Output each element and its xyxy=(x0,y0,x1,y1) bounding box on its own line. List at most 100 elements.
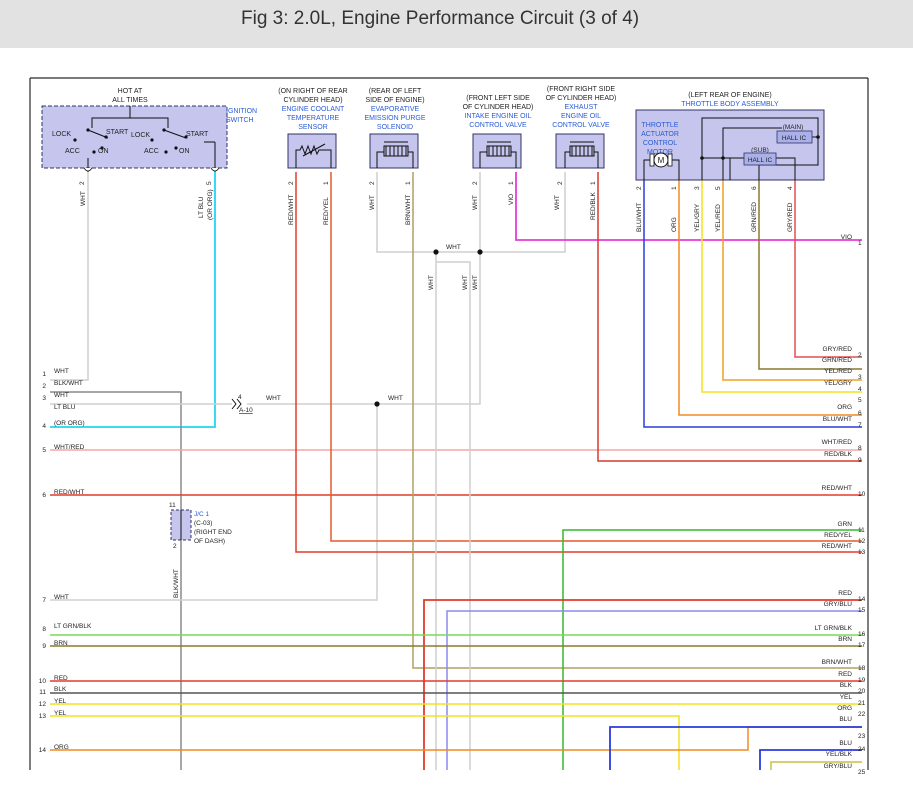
intake-wire-b: VIO xyxy=(508,194,515,205)
wire-coolant-redwht xyxy=(295,172,862,553)
right-pin-number: 4 xyxy=(858,386,862,393)
jc1-line-4: OF DASH) xyxy=(194,538,225,545)
left-pin-number: 4 xyxy=(42,423,46,430)
ign-name-1: IGNITION xyxy=(226,108,257,115)
tb-pin-number: 1 xyxy=(671,186,678,190)
a10-connector: 4 A-10 WHT WHT xyxy=(231,394,403,414)
jc1-line-3: (RIGHT END xyxy=(194,529,232,536)
diagram-frame xyxy=(29,77,869,770)
right-pin-number: 8 xyxy=(858,445,862,452)
wire-tb-yelgry xyxy=(701,180,862,393)
right-pin-number: 24 xyxy=(858,746,866,753)
tb-dots xyxy=(700,135,820,160)
right-pin-number: 20 xyxy=(858,688,866,695)
intake-loc-1: (FRONT LEFT SIDE xyxy=(466,95,530,102)
solenoid-coil-symbol xyxy=(564,141,599,168)
exhaust-name-3: CONTROL VALVE xyxy=(552,122,610,129)
right-pin-number: 1 xyxy=(858,240,862,247)
ign-lock-2: LOCK xyxy=(131,132,150,139)
intake-loc-2: OF CYLINDER HEAD) xyxy=(463,104,534,111)
intake-pin-b: 1 xyxy=(508,181,515,185)
exhaust-pin-b: 1 xyxy=(590,181,597,185)
wire-gryblu-15 xyxy=(446,610,862,770)
left-wire-label: BLK/WHT xyxy=(54,380,83,387)
tb-wire-label: GRY/RED xyxy=(787,202,794,232)
right-pin-number: 16 xyxy=(858,631,866,638)
left-wire-label: WHT xyxy=(54,368,69,375)
splice-dot xyxy=(477,249,483,255)
coolant-sensor: (ON RIGHT OF REAR CYLINDER HEAD) ENGINE … xyxy=(278,88,347,225)
tb-motor-4: MOTOR xyxy=(647,149,673,156)
left-wire-label: WHT xyxy=(54,392,69,399)
ign-all-times: ALL TIMES xyxy=(112,97,148,104)
page-title: Fig 3: 2.0L, Engine Performance Circuit … xyxy=(241,8,640,29)
right-pin-number: 6 xyxy=(858,410,862,417)
purge-pin-b: 1 xyxy=(405,181,412,185)
wire-blu-23 xyxy=(609,726,862,770)
right-pin-number: 10 xyxy=(858,491,866,498)
left-wire-label: WHT xyxy=(54,594,69,601)
jc1-pin-top: 11 xyxy=(169,502,176,509)
wire-tb-yelred xyxy=(722,180,862,381)
motor-icon: M xyxy=(649,152,673,168)
wire-tb-org xyxy=(678,180,862,416)
right-wire-label: YEL/RED xyxy=(824,368,852,375)
right-pin-number: 14 xyxy=(858,596,866,603)
left-pin-number: 10 xyxy=(39,678,47,685)
left-pin-number: 7 xyxy=(42,597,46,604)
purge-pin-a: 2 xyxy=(369,181,376,185)
tb-wire-label: YEL/RED xyxy=(715,204,722,232)
purge-wire-b: BRN/WHT xyxy=(405,195,412,225)
jc1-pin-bottom: 2 xyxy=(173,543,177,550)
jc1-wire-below: BLK/WHT xyxy=(173,569,180,598)
left-wire-label: (OR ORG) xyxy=(54,420,85,427)
left-pin-number: 3 xyxy=(42,395,46,402)
right-wire-label: GRY/RED xyxy=(823,346,853,353)
ign-pin-left: 2 xyxy=(79,181,86,185)
left-wire-label: YEL xyxy=(54,710,67,717)
right-wire-label: GRN xyxy=(838,521,853,528)
ign-start-1: START xyxy=(106,129,129,136)
wht-vert-label-2: WHT xyxy=(462,275,469,290)
right-wire-label: ORG xyxy=(837,404,852,411)
ign-start-2: START xyxy=(186,131,209,138)
left-pin-number: 6 xyxy=(42,492,46,499)
right-pin-number: 17 xyxy=(858,642,866,649)
splice-dots xyxy=(374,249,483,407)
right-wire-label: GRY/BLU xyxy=(824,763,853,770)
tb-sub-label: (SUB) xyxy=(751,147,769,154)
tb-loc: (LEFT REAR OF ENGINE) xyxy=(688,92,772,99)
a10-wire-left: WHT xyxy=(266,395,281,402)
right-pin-number: 2 xyxy=(858,352,862,359)
exhaust-name-1: EXHAUST xyxy=(564,104,598,111)
exhaust-pin-a: 2 xyxy=(557,181,564,185)
ign-contact-dots xyxy=(73,128,188,154)
left-pin-number: 5 xyxy=(42,447,46,454)
left-wire-label: WHT/RED xyxy=(54,444,85,451)
tb-wire-label: GRN/RED xyxy=(751,202,758,232)
coolant-pin-b: 1 xyxy=(323,181,330,185)
wire-blu-24 xyxy=(759,749,862,770)
motor-symbol: M xyxy=(658,156,665,165)
ign-on-2: ON xyxy=(179,148,190,155)
intake-name-1: INTAKE ENGINE OIL xyxy=(465,113,532,120)
ign-hot-at: HOT AT xyxy=(118,88,143,95)
tb-internal-wiring xyxy=(643,117,819,180)
right-wire-label: RED/WHT xyxy=(822,485,852,492)
right-pin-number: 21 xyxy=(858,700,866,707)
wht-vert-label-3: WHT xyxy=(472,275,479,290)
wire-red-14 xyxy=(423,599,862,770)
left-pin-number: 8 xyxy=(42,626,46,633)
wire-wht-vert-2 xyxy=(436,261,471,770)
wire-ign-wht xyxy=(50,172,89,381)
right-wire-label: BLK xyxy=(840,682,853,689)
coolant-loc-1: (ON RIGHT OF REAR xyxy=(278,88,347,95)
coolant-loc-2: CYLINDER HEAD) xyxy=(283,97,342,104)
right-wire-label: YEL/GRY xyxy=(824,380,853,387)
right-wire-label: BLU/WHT xyxy=(823,416,852,423)
tb-pin-number: 4 xyxy=(787,186,794,190)
a10-name: A-10 xyxy=(239,407,253,414)
right-wire-label: GRN/RED xyxy=(822,357,852,364)
